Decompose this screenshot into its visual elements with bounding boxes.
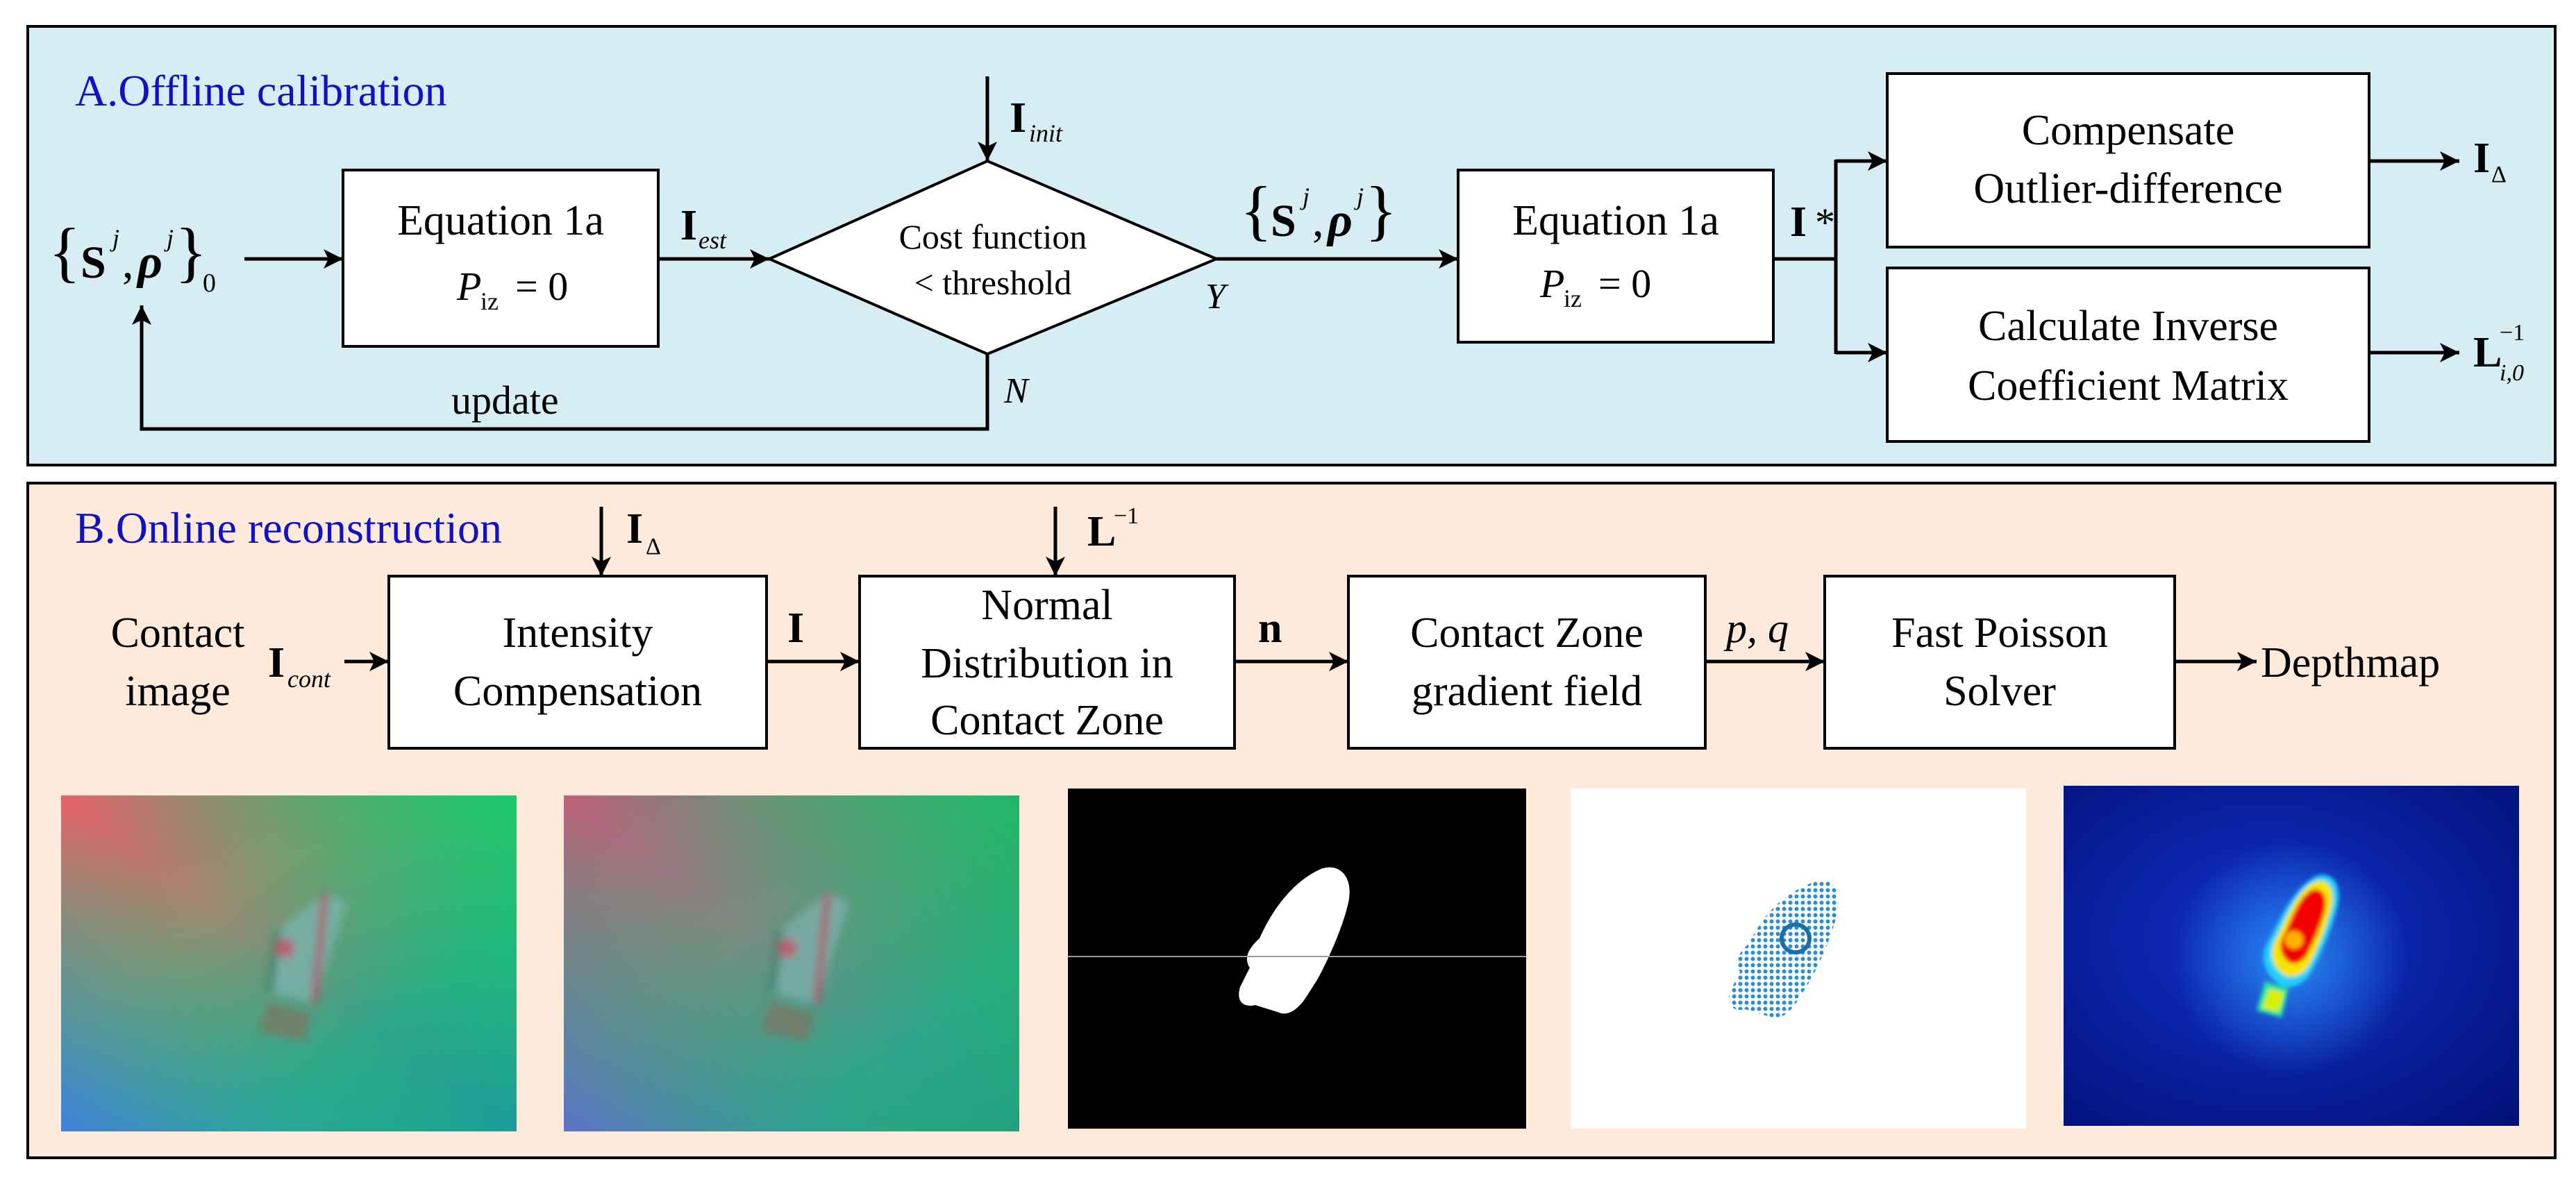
panel-a-title: A.Offline calibration xyxy=(75,66,447,115)
svg-text:iz: iz xyxy=(1564,285,1582,312)
normal-distribution-box: Normal Distribution in Contact Zone xyxy=(858,575,1236,750)
gradient-field-box: Contact Zone gradient field xyxy=(1347,575,1707,750)
init-label-sub: init xyxy=(1029,119,1063,147)
compensate-outlier-box: Compensate Outlier-difference xyxy=(1886,72,2370,248)
svg-text:{: { xyxy=(1240,173,1272,247)
panel-b-title: B.Online reconstruction xyxy=(75,503,502,553)
svg-text:Fast Poisson: Fast Poisson xyxy=(1891,609,2108,657)
svg-text:< threshold: < threshold xyxy=(914,263,1072,302)
edge-label-i-est-sub: est xyxy=(699,226,727,254)
decision-yes-label: Y xyxy=(1205,277,1229,317)
svg-text:Calculate Inverse: Calculate Inverse xyxy=(1978,303,2278,350)
svg-text:ρ: ρ xyxy=(136,235,162,289)
output-i-delta-sub: Δ xyxy=(2491,162,2507,187)
svg-text:P: P xyxy=(456,264,481,309)
edge-label-i-star-mark: * xyxy=(1815,200,1835,245)
svg-text:Coefficient Matrix: Coefficient Matrix xyxy=(1968,362,2289,410)
svg-text:j: j xyxy=(1300,183,1310,210)
update-loop-line xyxy=(132,305,989,431)
intensity-compensation-box: Intensity Compensation xyxy=(387,575,768,750)
svg-text:,: , xyxy=(1312,196,1324,246)
contact-image-label-line2: image xyxy=(125,668,231,715)
output-i-delta: I xyxy=(2473,135,2490,182)
equation-1a-box-second: Equation 1a P iz = 0 xyxy=(1457,169,1775,344)
svg-text:P: P xyxy=(1539,261,1564,306)
svg-text:{: { xyxy=(49,214,81,289)
svg-text:Compensate: Compensate xyxy=(2022,107,2235,154)
svg-text:Equation 1a: Equation 1a xyxy=(1512,197,1719,244)
svg-text:}: } xyxy=(1365,173,1397,247)
output-l-inverse-sup: −1 xyxy=(2500,320,2525,346)
svg-text:iz: iz xyxy=(480,287,499,315)
svg-text:Outlier-difference: Outlier-difference xyxy=(1973,165,2282,212)
svg-text:Distribution in: Distribution in xyxy=(921,640,1173,687)
svg-text:Contact Zone: Contact Zone xyxy=(1410,609,1644,657)
contact-image-symbol: I xyxy=(268,639,285,686)
update-label: update xyxy=(451,378,559,423)
init-label: I xyxy=(1010,94,1026,142)
intensity-delta-label: I xyxy=(626,505,643,553)
normal-linv-label-sup: −1 xyxy=(1114,503,1139,529)
svg-text:ρ: ρ xyxy=(1326,194,1353,247)
edge-label-i-star: I xyxy=(1790,199,1807,246)
svg-text:j: j xyxy=(1354,183,1364,210)
svg-text:j: j xyxy=(164,224,174,252)
depthmap-label: Depthmap xyxy=(2261,639,2440,686)
image-contact-mask xyxy=(1068,789,1526,1129)
contact-image-symbol-sub: cont xyxy=(287,665,331,693)
image-depthmap xyxy=(2064,786,2519,1126)
inverse-coefficient-box: Calculate Inverse Coefficient Matrix xyxy=(1886,267,2370,443)
svg-text:= 0: = 0 xyxy=(515,264,568,309)
image-gradient-field xyxy=(1571,789,2026,1129)
svg-text:,: , xyxy=(122,237,134,288)
svg-text:= 0: = 0 xyxy=(1598,261,1651,306)
edge-label-n: n xyxy=(1258,605,1282,652)
svg-text:gradient field: gradient field xyxy=(1412,668,1642,715)
edge-label-i-est: I xyxy=(680,202,697,249)
svg-text:Equation 1a: Equation 1a xyxy=(397,197,604,244)
svg-text:Solver: Solver xyxy=(1943,668,2056,715)
equation-1a-box-first: Equation 1a P iz = 0 xyxy=(342,169,660,348)
panel-offline-calibration: A.Offline calibration { S j , ρ j } 0 Eq… xyxy=(26,25,2557,466)
normal-linv-label: L xyxy=(1087,508,1116,555)
edge-label-pq: p, q xyxy=(1723,605,1789,651)
intensity-delta-label-sub: Δ xyxy=(646,534,661,559)
edge-label-i: I xyxy=(787,605,804,652)
edge-label-sj-rhoj: { S j , ρ j } xyxy=(1240,173,1397,247)
calibration-input-label: { S j , ρ j } 0 xyxy=(49,214,216,298)
svg-text:j: j xyxy=(110,224,119,252)
cost-threshold-decision: Cost function < threshold xyxy=(766,159,1221,356)
svg-text:S: S xyxy=(81,237,106,288)
poisson-solver-box: Fast Poisson Solver xyxy=(1823,575,2176,750)
svg-text:Normal: Normal xyxy=(981,582,1112,629)
output-l-inverse: L xyxy=(2473,329,2502,376)
svg-text:S: S xyxy=(1271,196,1296,246)
image-compensated xyxy=(564,795,1019,1131)
svg-text:}: } xyxy=(175,214,207,289)
svg-text:Contact Zone: Contact Zone xyxy=(930,697,1164,744)
decision-no-label: N xyxy=(1003,371,1030,411)
panel-online-reconstruction: B.Online reconstruction Contact image I … xyxy=(26,482,2557,1159)
contact-image-label-line1: Contact xyxy=(111,609,245,657)
svg-text:Compensation: Compensation xyxy=(453,668,702,715)
image-raw-contact xyxy=(61,795,517,1131)
output-l-inverse-sub: i,0 xyxy=(2500,360,2524,386)
svg-text:Intensity: Intensity xyxy=(503,609,653,657)
svg-text:Cost function: Cost function xyxy=(899,217,1087,256)
svg-text:0: 0 xyxy=(203,269,216,298)
